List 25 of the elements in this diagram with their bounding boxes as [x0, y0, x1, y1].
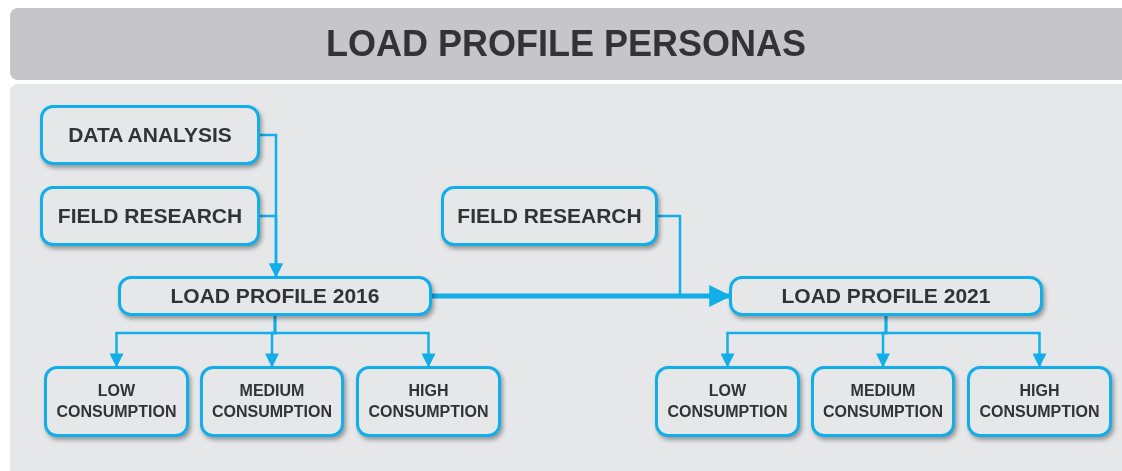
- connector-arrow: [273, 316, 436, 368]
- box-label: LOW CONSUMPTION: [55, 380, 178, 422]
- process-box: [200, 366, 344, 437]
- process-box: [811, 366, 955, 437]
- box-label: MEDIUM CONSUMPTION: [211, 380, 333, 422]
- box-label: LOW CONSUMPTION: [666, 380, 789, 422]
- process-box: [40, 105, 260, 165]
- process-box: [441, 186, 658, 246]
- box-label: LOAD PROFILE 2021: [781, 283, 991, 310]
- process-box: [729, 276, 1043, 316]
- box-label: FIELD RESEARCH: [57, 203, 243, 230]
- connector-arrow: [260, 214, 283, 278]
- process-box: [118, 276, 432, 316]
- box-label: LOAD PROFILE 2016: [170, 283, 380, 310]
- process-box: [655, 366, 800, 437]
- process-box: [356, 366, 501, 437]
- box-label: MEDIUM CONSUMPTION: [822, 380, 944, 422]
- box-label: HIGH CONSUMPTION: [978, 380, 1101, 422]
- process-box: [967, 366, 1112, 437]
- process-box: [44, 366, 189, 437]
- box-label: FIELD RESEARCH: [457, 203, 642, 230]
- title-banner: LOAD PROFILE PERSONAS: [10, 8, 1122, 80]
- process-box: [40, 186, 260, 246]
- box-label: HIGH CONSUMPTION: [367, 380, 490, 422]
- box-label: DATA ANALYSIS: [68, 122, 232, 149]
